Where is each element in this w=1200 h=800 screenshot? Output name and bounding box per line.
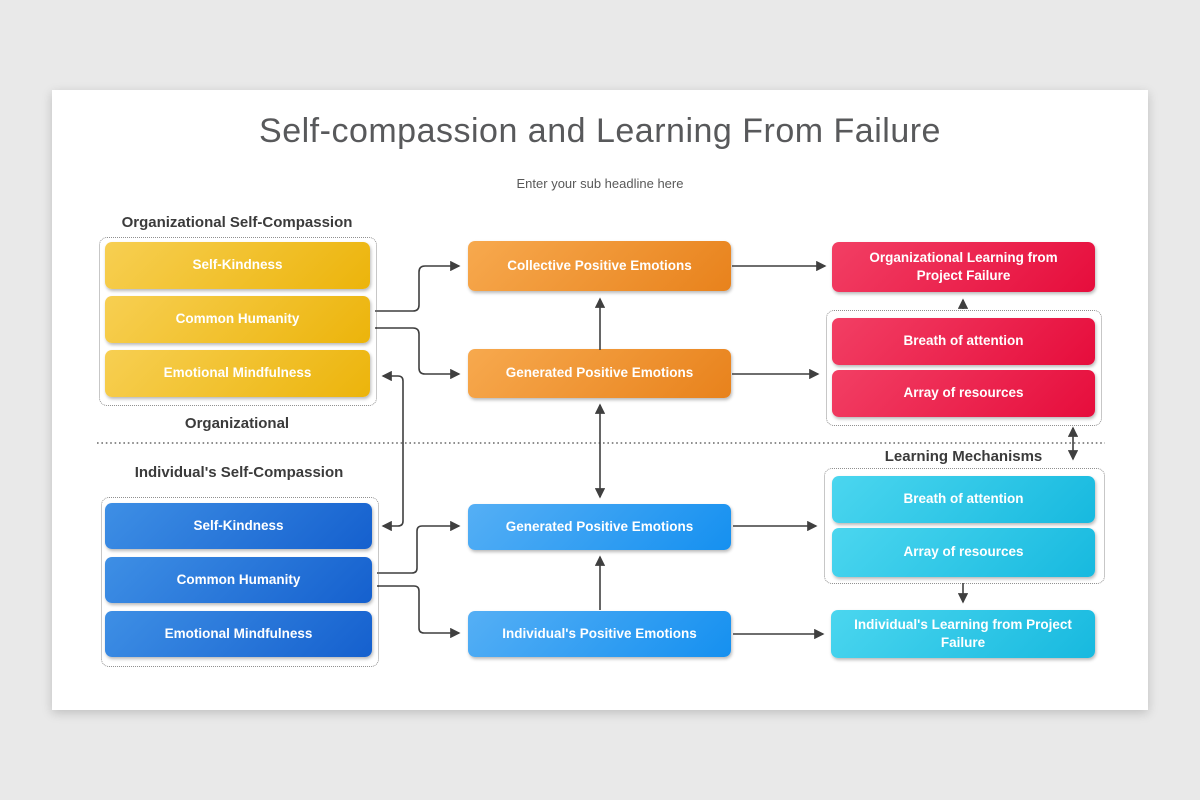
ind-learning-from-failure-box: Individual's Learning from Project Failu… bbox=[831, 610, 1095, 658]
ind-learning-mechanisms-group bbox=[824, 468, 1105, 584]
org-array-of-resources-box: Array of resources bbox=[832, 370, 1095, 417]
org-emotional-mindfulness-box: Emotional Mindfulness bbox=[105, 350, 370, 397]
org-self-compassion-label: Organizational Self-Compassion bbox=[121, 214, 353, 231]
org-breath-of-attention-box: Breath of attention bbox=[832, 318, 1095, 365]
ind-breath-of-attention-box: Breath of attention bbox=[832, 476, 1095, 523]
ind-self-kindness-box: Self-Kindness bbox=[105, 503, 372, 549]
org-learning-from-failure-box: Organizational Learning from Project Fai… bbox=[832, 242, 1095, 292]
collective-positive-emotions-box: Collective Positive Emotions bbox=[468, 241, 731, 291]
slide-title: Self-compassion and Learning From Failur… bbox=[259, 112, 941, 150]
ind-array-of-resources-box: Array of resources bbox=[832, 528, 1095, 577]
ind-emotional-mindfulness-box: Emotional Mindfulness bbox=[105, 611, 372, 657]
individuals-positive-emotions-box: Individual's Positive Emotions bbox=[468, 611, 731, 657]
learning-mechanisms-label: Learning Mechanisms bbox=[884, 448, 1043, 465]
individual-self-compassion-group bbox=[101, 497, 379, 667]
org-common-humanity-box: Common Humanity bbox=[105, 296, 370, 343]
org-generated-positive-emotions-box: Generated Positive Emotions bbox=[468, 349, 731, 398]
ind-common-humanity-box: Common Humanity bbox=[105, 557, 372, 603]
individual-self-compassion-label: Individual's Self-Compassion bbox=[134, 464, 344, 481]
org-learning-mechanisms-group bbox=[826, 310, 1102, 426]
org-self-kindness-box: Self-Kindness bbox=[105, 242, 370, 289]
slide-subtitle: Enter your sub headline here bbox=[516, 176, 684, 191]
org-self-compassion-group bbox=[99, 237, 377, 406]
ind-generated-positive-emotions-box: Generated Positive Emotions bbox=[468, 504, 731, 550]
organizational-footer-label: Organizational bbox=[184, 415, 290, 432]
